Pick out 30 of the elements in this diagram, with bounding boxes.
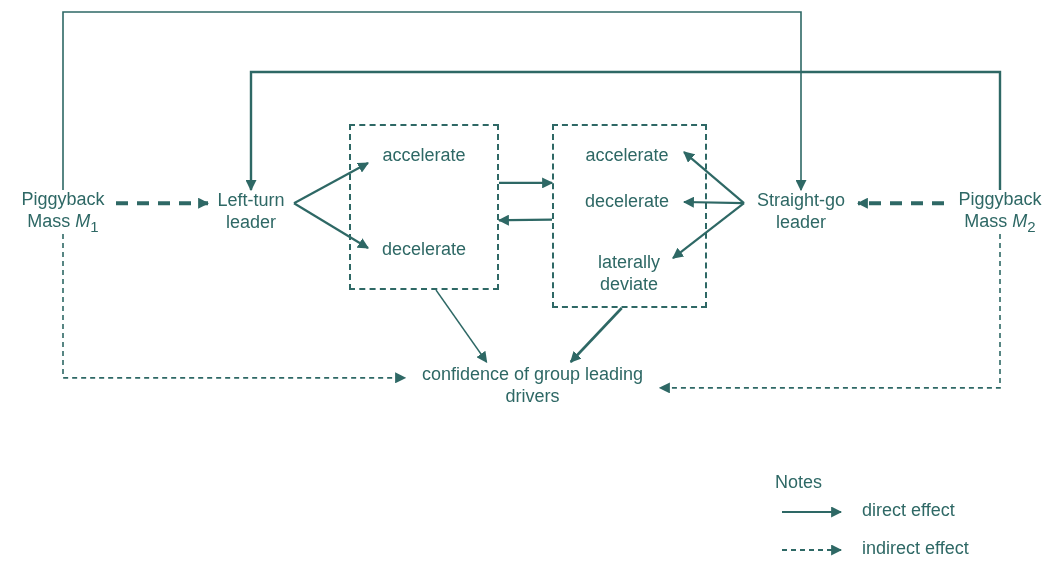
node-label: Straight-go leader: [755, 190, 847, 234]
arrow: [435, 289, 488, 363]
node-label: confidence of group leading drivers: [420, 364, 645, 408]
node-label: Piggyback Mass M$_{2}$: [957, 188, 1043, 236]
legend-title: Notes: [775, 472, 823, 493]
arrow: [293, 162, 369, 205]
node-label: decelerate: [381, 239, 467, 261]
dashed-group-box: [349, 124, 499, 290]
arrow: [245, 70, 1002, 192]
dashed-group-box: [552, 124, 707, 308]
arrow: [293, 202, 369, 249]
node-label: decelerate: [584, 191, 670, 213]
arrow: [672, 202, 745, 260]
arrow: [62, 11, 807, 192]
arrow: [497, 214, 552, 226]
arrow: [62, 233, 407, 384]
legend-label: direct effect: [862, 500, 955, 521]
arrow: [499, 177, 554, 189]
arrow: [116, 197, 210, 209]
node-label: Left-turn leader: [216, 190, 286, 234]
arrow: [683, 151, 745, 205]
node-label: accelerate: [585, 145, 669, 167]
arrow: [856, 197, 944, 209]
node-label: accelerate: [382, 145, 466, 167]
legend-label: indirect effect: [862, 538, 969, 559]
arrow: [658, 233, 1001, 394]
node-label: Piggyback Mass M$_{1}$: [20, 188, 106, 236]
arrow: [569, 307, 623, 363]
node-label: laterally deviate: [597, 252, 661, 296]
arrow: [682, 196, 745, 208]
